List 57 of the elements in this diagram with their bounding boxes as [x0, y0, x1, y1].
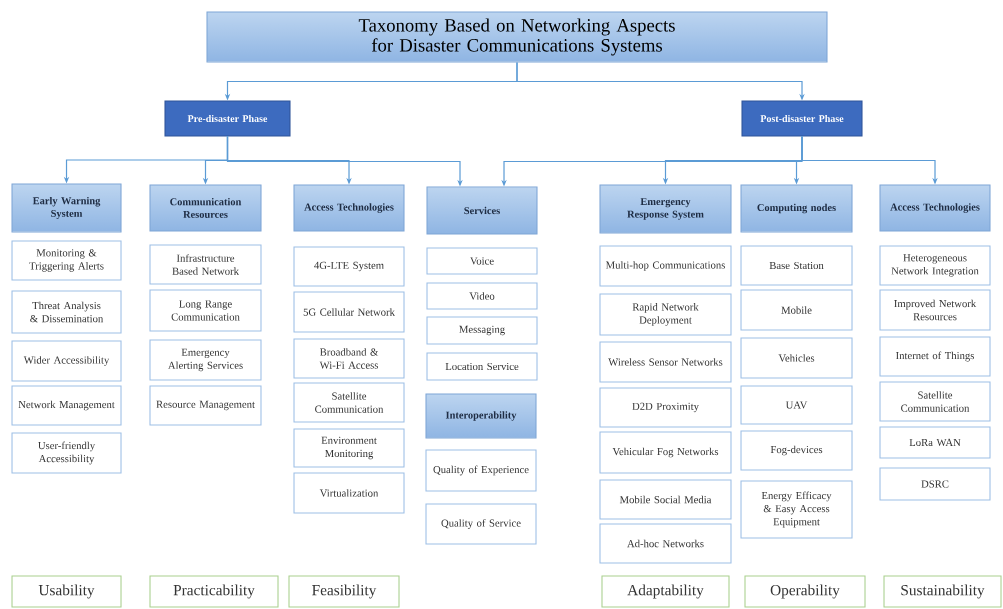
item-box: DSRC: [879, 467, 991, 501]
item-box: Mobile Social Media: [599, 479, 732, 520]
item-box: Improved Network Resources: [879, 289, 991, 331]
category-box: Communication Resources: [149, 184, 262, 232]
item-box: Voice: [426, 247, 538, 275]
item-box: Broadband & Wi-Fi Access: [293, 338, 405, 379]
item-box: Wider Accessibility: [11, 340, 122, 382]
item-box: Long Range Communication: [149, 289, 262, 332]
item-box: D2D Proximity: [599, 387, 732, 428]
item-box: Quality of Service: [425, 503, 537, 545]
item-box: Monitoring & Triggering Alerts: [11, 240, 122, 281]
criterion-box: Sustainability: [883, 575, 1002, 608]
item-box: Virtualization: [293, 472, 405, 514]
item-box: Infrastructure Based Network: [149, 244, 262, 285]
item-box: Rapid Network Deployment: [599, 293, 732, 336]
item-box: Quality of Experience: [425, 449, 537, 492]
title-box: Taxonomy Based on Networking Aspects for Disaster Communications Systems: [206, 11, 828, 63]
category-box: Emergency Response System: [599, 184, 732, 234]
criterion-box: Adaptability: [601, 575, 730, 608]
item-box: Heterogeneous Network Integration: [879, 245, 991, 286]
item-box: User-friendly Accessibility: [11, 432, 122, 474]
item-box: Threat Analysis & Dissemination: [11, 290, 122, 334]
item-box: Resource Management: [149, 385, 262, 426]
item-box: Base Station: [740, 245, 853, 286]
item-box: 5G Cellular Network: [293, 291, 405, 333]
category-box: Access Technologies: [293, 184, 405, 232]
category-box: Computing nodes: [740, 184, 853, 233]
item-box: Satellite Communication: [293, 382, 405, 423]
item-box: Satellite Communication: [879, 381, 991, 422]
criterion-box: Operability: [744, 575, 866, 608]
item-box: UAV: [740, 385, 853, 425]
item-box: 4G-LTE System: [293, 246, 405, 287]
criterion-box: Usability: [11, 575, 122, 608]
category-box: Early Warning System: [11, 183, 122, 233]
item-box: Messaging: [426, 316, 538, 345]
category-box: Interoperability: [425, 393, 537, 439]
item-box: Video: [426, 282, 538, 310]
category-box: Access Technologies: [879, 184, 991, 232]
phase-box: Post-disaster Phase: [741, 100, 863, 137]
item-box: Ad-hoc Networks: [599, 523, 732, 564]
item-box: LoRa WAN: [879, 426, 991, 459]
item-box: Internet of Things: [879, 336, 991, 377]
item-box: Location Service: [426, 352, 538, 381]
item-box: Emergency Alerting Services: [149, 339, 262, 381]
item-box: Fog-devices: [740, 430, 853, 471]
item-box: Wireless Sensor Networks: [599, 341, 732, 383]
category-box: Services: [426, 186, 538, 235]
phase-box: Pre-disaster Phase: [164, 100, 291, 137]
item-box: Mobile: [740, 289, 853, 331]
criterion-box: Practicability: [149, 575, 279, 608]
item-box: Environment Monitoring: [293, 428, 405, 468]
item-box: Energy Efficacy & Easy Access Equipment: [740, 480, 853, 539]
criterion-box: Feasibility: [288, 575, 400, 608]
item-box: Vehicular Fog Networks: [599, 431, 732, 474]
item-box: Multi-hop Communications: [599, 245, 732, 287]
item-box: Vehicles: [740, 337, 853, 379]
item-box: Network Management: [11, 385, 122, 426]
